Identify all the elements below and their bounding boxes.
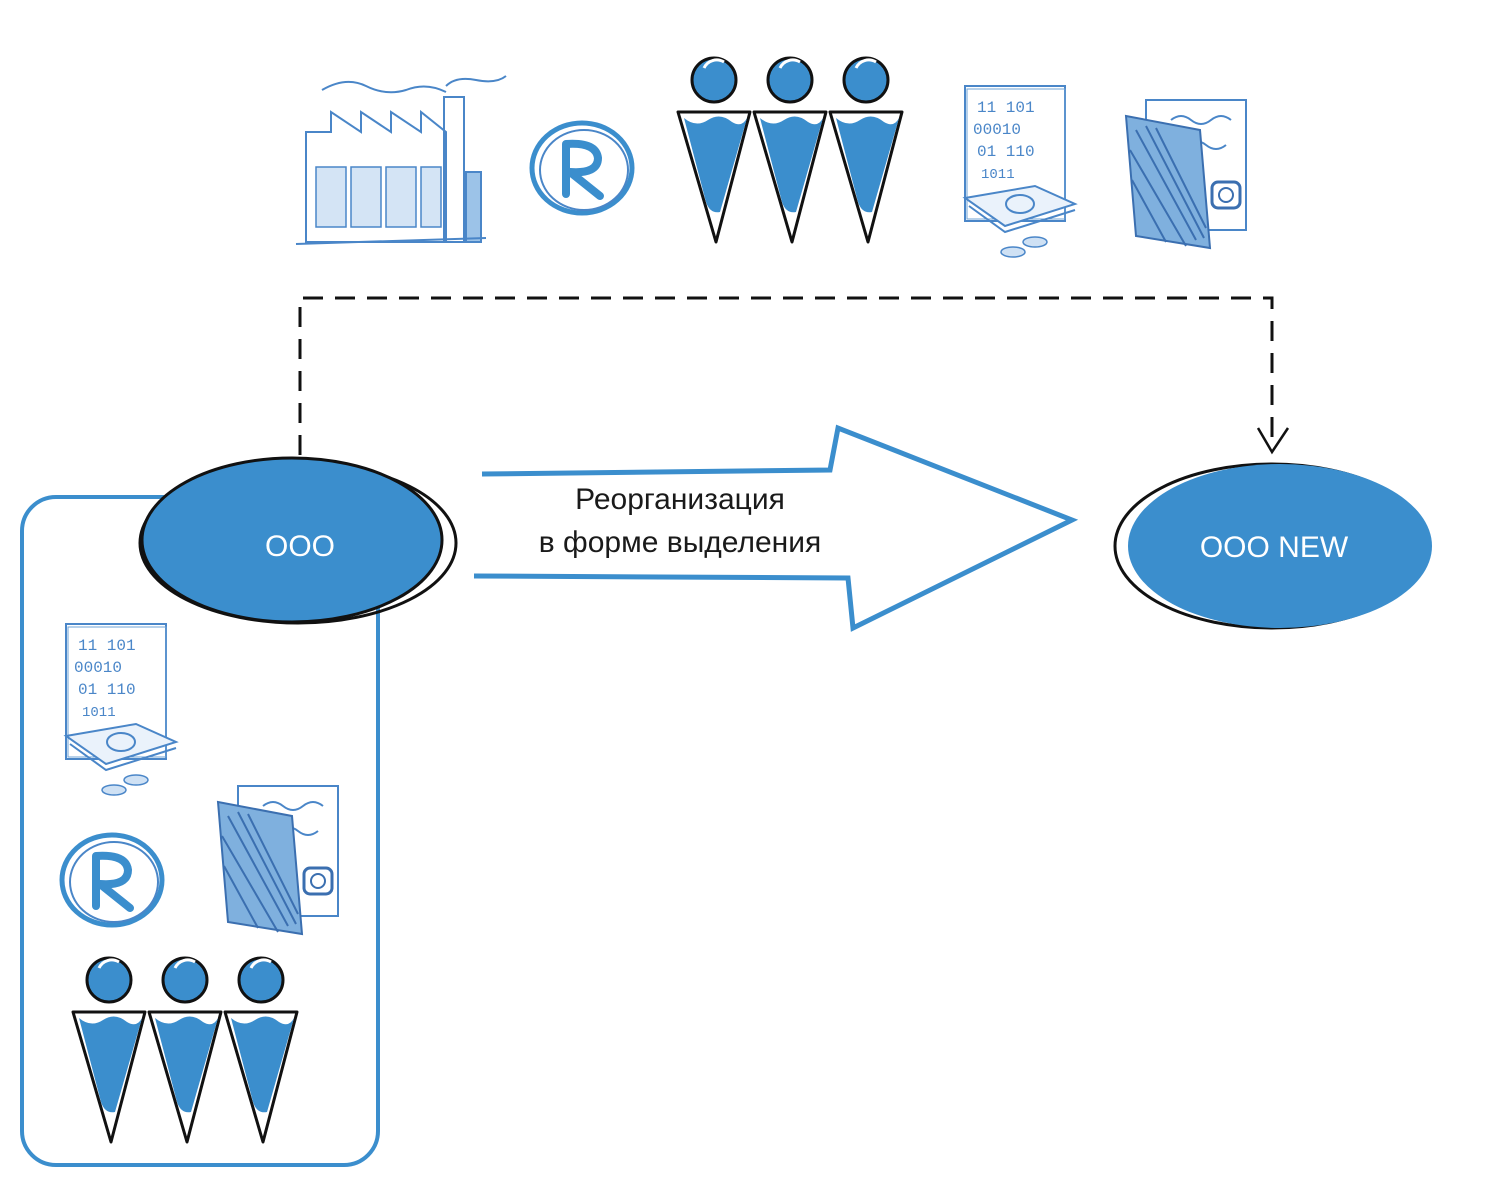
person-icon [828,56,904,244]
trademark-icon [532,123,632,213]
person-icon [147,956,223,1144]
target-company-label: ООО NEW [1200,531,1349,564]
arrow-label-line2: в форме выделения [539,526,821,559]
money-report-icon [964,85,1076,258]
money-report-icon [65,623,177,796]
person-icon [223,956,299,1144]
person-icon [676,56,752,244]
wallet-icon [1124,98,1248,250]
trademark-icon [62,835,162,925]
source-company-label: ООО [265,530,335,563]
factory-icon [295,75,507,245]
person-icon [752,56,828,244]
transfer-line-dashed [298,296,1274,455]
person-icon [71,956,147,1144]
people-icon [676,56,904,244]
wallet-icon [216,784,340,936]
source-company-node: ООО [138,456,458,625]
transfer-arrowhead [1256,427,1290,455]
target-company-node: ООО NEW [1113,462,1432,630]
people-icon [71,956,299,1144]
arrow-label-line1: Реорганизация [575,483,785,516]
reorganization-arrow [473,424,1079,632]
